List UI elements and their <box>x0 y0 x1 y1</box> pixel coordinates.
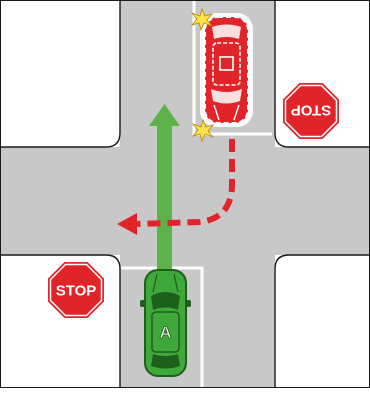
car-a-roof <box>151 311 180 353</box>
car-other-windshield <box>211 89 242 104</box>
front-right-indicator <box>191 118 215 143</box>
curb-bottom-left <box>0 254 121 388</box>
car-a-path-shaft <box>157 122 172 274</box>
stop-sign-left-border <box>49 263 103 317</box>
car-a-mirror-right <box>185 300 191 307</box>
flash-icon <box>191 118 215 143</box>
car-a: A <box>140 269 191 377</box>
car-other-path-head <box>117 213 137 235</box>
car-a-path <box>149 104 180 274</box>
south-stop-box <box>121 266 204 388</box>
car-other <box>200 13 253 127</box>
stop-sign-right-border <box>284 84 338 138</box>
car-other-path-line <box>136 139 235 227</box>
stop-lines <box>121 0 272 388</box>
car-other-hood-line-right <box>233 104 240 121</box>
flash-icon <box>190 7 214 32</box>
stop-sign-left-octagon <box>46 260 106 320</box>
car-a-hood-line-left <box>152 273 158 293</box>
road-horizontal <box>0 147 370 255</box>
car-a-hood-line-right <box>173 273 179 293</box>
car-other-roof-mark <box>219 56 234 71</box>
car-other-roof <box>212 42 241 86</box>
car-a-mirror-left <box>140 300 146 307</box>
curb-top-right <box>274 0 370 148</box>
curb-bottom-right <box>274 254 370 388</box>
car-other-rear-window <box>212 24 241 39</box>
rear-right-indicator <box>190 7 214 32</box>
car-a-windshield <box>151 292 180 310</box>
car-a-label: A <box>159 323 171 342</box>
stop-sign-left: STOP <box>46 260 106 320</box>
stop-sign-right-octagon <box>281 81 341 141</box>
stop-sign-right-text: STOP <box>291 102 332 119</box>
stop-sign-right: STOP <box>281 81 341 141</box>
north-stop-box <box>192 0 272 136</box>
curb-top-left <box>0 0 121 148</box>
car-a-path-head <box>149 104 180 126</box>
car-a-rear-window <box>151 354 180 369</box>
car-other-hood-line-left <box>213 104 220 121</box>
stop-sign-left-text: STOP <box>56 283 97 300</box>
car-other-path <box>117 139 235 235</box>
